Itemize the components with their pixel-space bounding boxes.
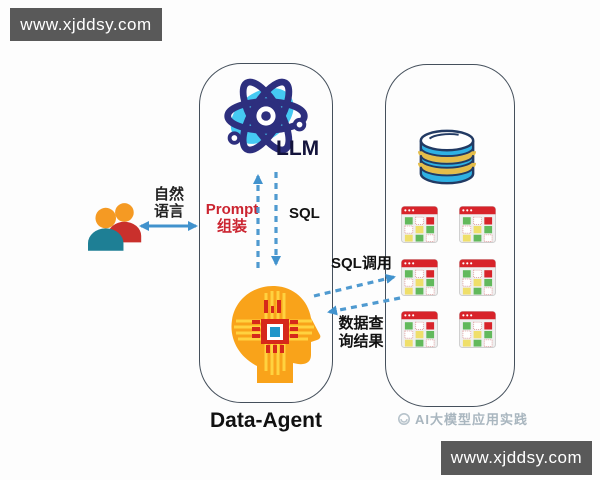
data-agent-title: Data-Agent xyxy=(209,409,322,432)
watermark: AI大模型应用实践 xyxy=(397,409,528,428)
query-result-label: 数据查 询结果 xyxy=(336,315,386,351)
query-result-line2: 询结果 xyxy=(338,333,384,350)
database-cylinder-icon xyxy=(417,129,477,185)
atom-icon xyxy=(224,78,308,154)
prompt-line1: Prompt xyxy=(205,201,259,218)
sql-call-label: SQL调用 xyxy=(331,255,392,272)
data-table-icon xyxy=(459,206,496,243)
prompt-line2: 组装 xyxy=(216,218,247,235)
query-result-line1: 数据查 xyxy=(338,315,384,332)
database-panel xyxy=(385,64,515,407)
watermark-logo-icon xyxy=(398,412,410,425)
data-table-icon xyxy=(401,311,438,348)
data-table-icon xyxy=(459,311,496,348)
prompt-assembly-label: Prompt 组装 xyxy=(201,201,263,235)
watermark-text: AI大模型应用实践 xyxy=(415,412,529,427)
agent-panel xyxy=(199,63,333,403)
site-banner-bottom-text: www.xjddsy.com xyxy=(450,448,583,467)
site-banner-bottom: www.xjddsy.com xyxy=(441,441,592,475)
site-banner-top-text: www.xjddsy.com xyxy=(20,14,152,34)
site-banner-top: www.xjddsy.com xyxy=(10,8,162,41)
head-chip-icon xyxy=(231,285,321,383)
sql-label: SQL xyxy=(289,205,320,222)
data-table-icon xyxy=(401,259,438,296)
llm-label: LLM xyxy=(276,137,320,160)
users-icon xyxy=(88,203,142,251)
natural-language-label: 自然 语言 xyxy=(146,186,192,220)
natural-language-line2: 语言 xyxy=(153,203,184,220)
natural-language-line1: 自然 xyxy=(153,186,184,203)
data-table-icon xyxy=(459,259,496,296)
data-table-icon xyxy=(401,206,438,243)
